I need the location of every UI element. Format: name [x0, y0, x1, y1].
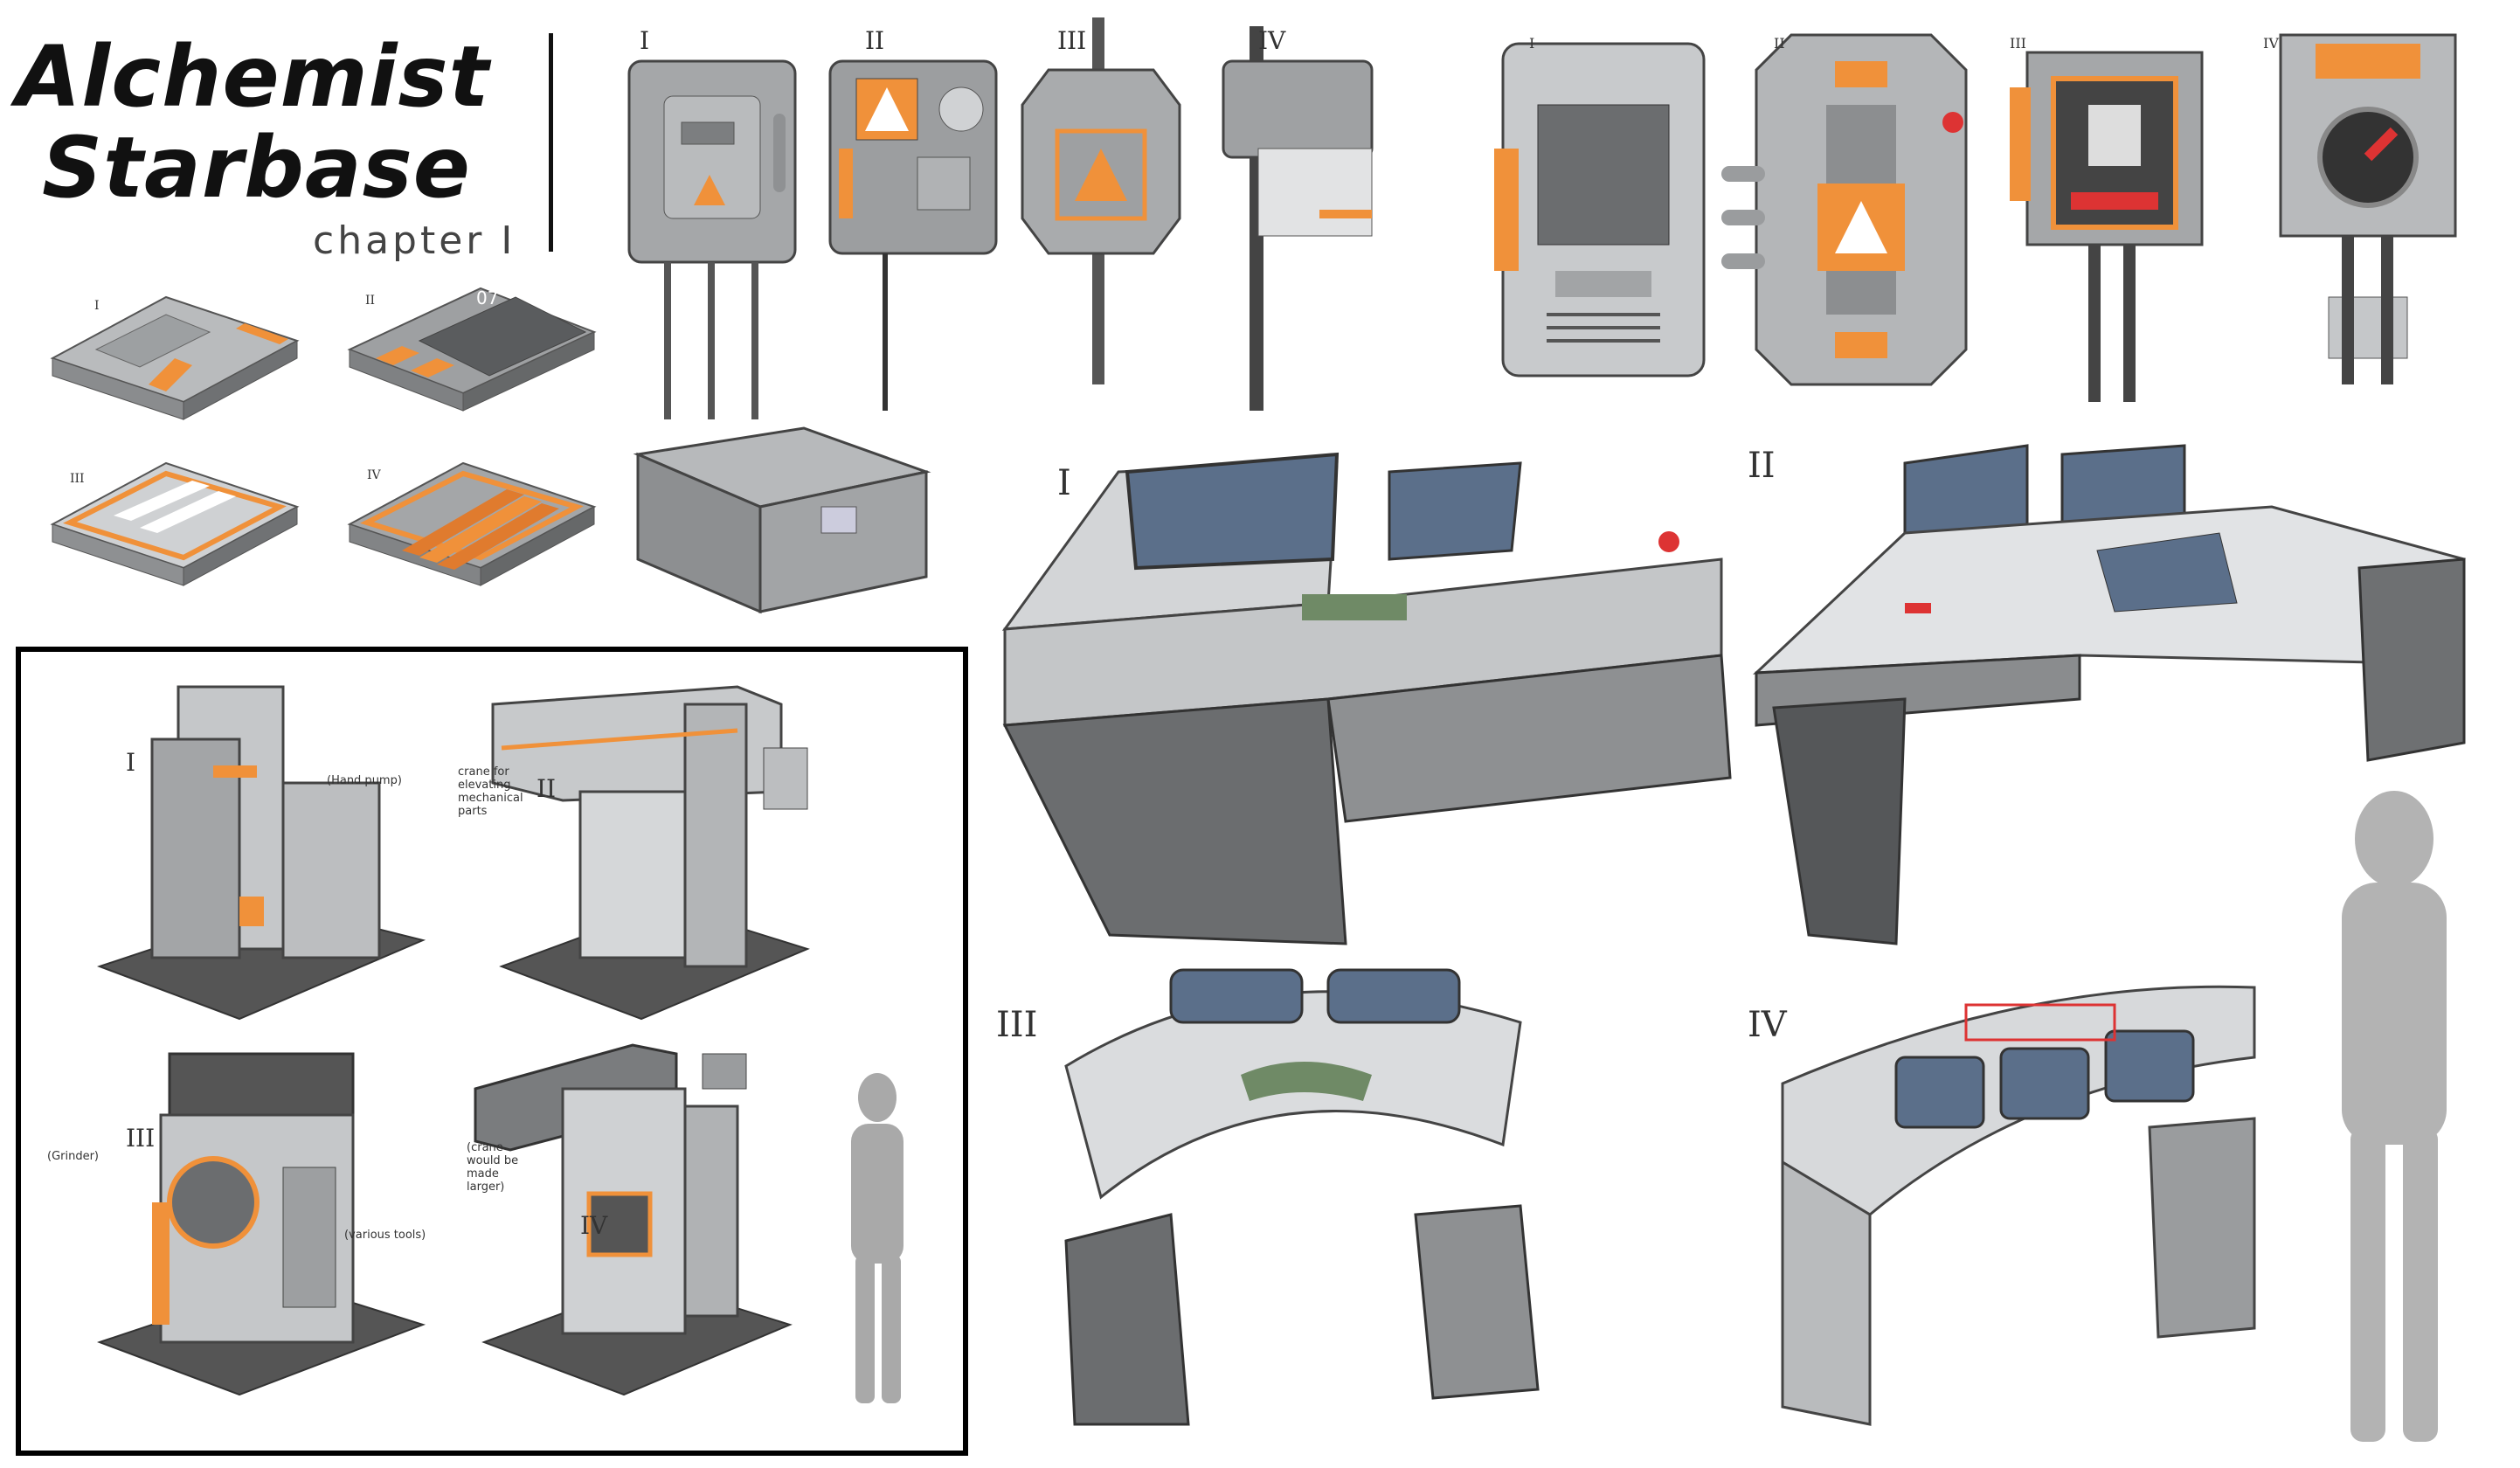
control-units-group: I II III IV [1468, 17, 2499, 402]
title-divider [549, 33, 553, 252]
control-unit-2 [1721, 33, 1968, 386]
note-crane-2: (crane would be made larger) [467, 1141, 519, 1194]
chapter-label: chapter I [313, 218, 516, 263]
box-numeral-4: IV [1258, 26, 1286, 55]
workstation-3 [97, 1052, 426, 1396]
wall-box-3 [1021, 17, 1181, 384]
title-line-1: Alchemist [16, 28, 490, 126]
workstation-1 [97, 685, 426, 1021]
note-various-tools: (various tools) [344, 1229, 426, 1242]
desk-numeral-1: I [1057, 463, 1071, 503]
box-numeral-1: I [640, 26, 650, 55]
workstation-drawing [97, 685, 903, 1403]
desk-numeral-2: II [1748, 446, 1776, 486]
floor-numeral-2: II [365, 294, 376, 308]
crate-group [629, 411, 944, 629]
title-block: Alchemist Starbase chapter I [16, 28, 557, 263]
note-hand-pump: (Hand pump) [327, 774, 402, 787]
desk-2 [1752, 444, 2466, 945]
unit-numeral-1: I [1529, 35, 1535, 52]
floor-tile-3 [50, 461, 300, 586]
desks-drawing [1001, 444, 2466, 1442]
workstation-panel: I II III IV (Hand pump) crane for elevat… [16, 647, 968, 1456]
note-grinder: (Grinder) [47, 1150, 100, 1163]
floor-tiles-group: 07 I II III IV [44, 262, 603, 629]
desk-1 [1001, 452, 1732, 945]
floor-tile-4 [347, 461, 597, 586]
unit-numeral-4: IV [2263, 35, 2279, 52]
wall-box-4 [1222, 26, 1374, 411]
station-numeral-1: I [126, 748, 136, 777]
station-numeral-2: II [537, 774, 557, 803]
floor-tile-1 [50, 295, 300, 420]
control-unit-3 [2010, 51, 2204, 402]
floor-tile-label: 07 [476, 287, 498, 308]
station-numeral-4: IV [580, 1211, 608, 1240]
unit-numeral-3: III [2010, 35, 2026, 52]
floor-tiles-drawing: 07 [50, 287, 597, 586]
box-numeral-2: II [865, 26, 885, 55]
human-silhouette-small [851, 1073, 903, 1403]
wall-box-1 [627, 59, 797, 419]
crate-drawing [633, 426, 931, 614]
wall-boxes-group: I II III IV [612, 9, 1416, 419]
control-unit-4 [2279, 33, 2457, 384]
control-unit-1 [1494, 42, 1706, 377]
box-numeral-3: III [1057, 26, 1087, 55]
control-units-drawing [1494, 33, 2457, 402]
desk-numeral-4: IV [1748, 1005, 1787, 1045]
title-line-2: Starbase [42, 119, 471, 217]
wall-box-2 [828, 59, 998, 411]
desks-group: I II III IV [979, 411, 2517, 1459]
unit-numeral-2: II [1774, 35, 1785, 52]
workstation-4 [474, 1043, 793, 1396]
floor-numeral-4: IV [367, 468, 381, 482]
desk-4 [1781, 985, 2256, 1426]
workstation-2 [491, 685, 810, 1021]
floor-numeral-1: I [94, 299, 100, 313]
desk-numeral-3: III [996, 1005, 1038, 1045]
human-silhouette-large [2342, 791, 2447, 1442]
floor-tile-2: 07 [347, 287, 597, 412]
note-crane-1: crane for elevating mechanical parts [458, 765, 523, 818]
desk-3 [1064, 968, 1540, 1426]
wall-boxes-drawing [627, 17, 1374, 419]
station-numeral-3: III [126, 1124, 156, 1153]
floor-numeral-3: III [70, 472, 85, 486]
